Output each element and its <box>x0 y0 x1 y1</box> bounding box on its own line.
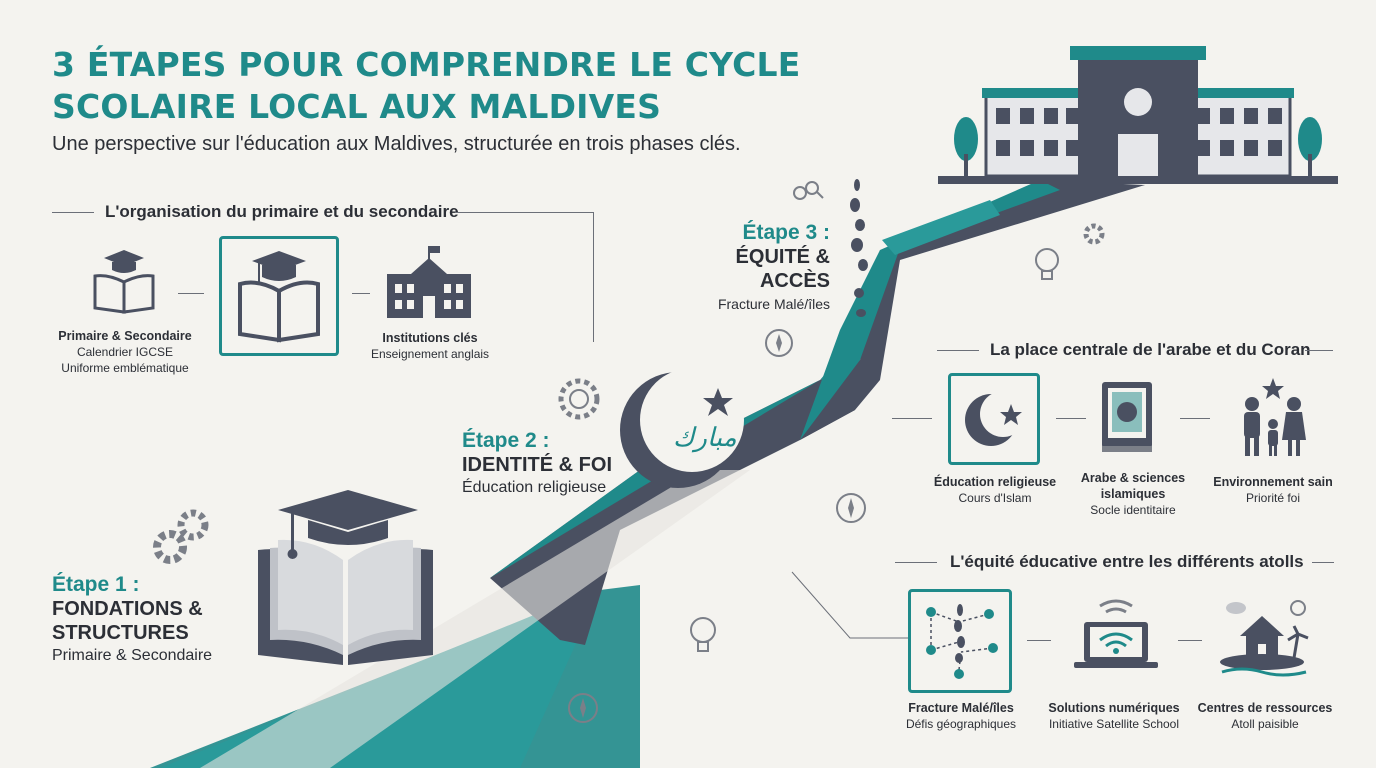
stage-1-name-line-1: FONDATIONS & <box>52 598 203 620</box>
section-organisation-title: L'organisation du primaire et du seconda… <box>105 202 459 221</box>
crescent-mubarak-icon: ﻣﺒﺎﺭﻙ <box>620 368 744 488</box>
section-rule <box>52 212 94 213</box>
gear-icon <box>1083 223 1105 245</box>
page-subtitle: Une perspective sur l'éducation aux Mald… <box>52 133 741 155</box>
quran-book-icon <box>1102 382 1152 452</box>
item-line: Initiative Satellite School <box>1048 717 1180 731</box>
item-line: Priorité foi <box>1245 491 1301 505</box>
item-primaire-secondaire: Primaire & Secondaire Calendrier IGCSE U… <box>40 328 210 376</box>
item-title: Fracture Malé/îles <box>908 701 1014 715</box>
stage-2-text: Étape 2 : IDENTITÉ & FOI Éducation relig… <box>462 428 612 499</box>
stage-1-subtitle: Primaire & Secondaire <box>52 647 213 664</box>
item-line: Enseignement anglais <box>370 347 490 361</box>
item-title: Primaire & Secondaire <box>58 329 192 343</box>
item-connector <box>1178 640 1202 641</box>
stage-1-text: Étape 1 : FONDATIONS & STRUCTURES Primai… <box>52 572 212 667</box>
item-title: Éducation religieuse <box>933 475 1057 489</box>
crescent-star-icon <box>948 373 1040 465</box>
svg-text:ﻣﺒﺎﺭﻙ: ﻣﺒﺎﺭﻙ <box>673 423 737 453</box>
item-title: Arabe & sciences <box>1080 471 1186 485</box>
item-title: islamiques <box>1100 487 1166 501</box>
section-rule <box>455 212 593 213</box>
section-rule <box>1312 562 1334 563</box>
item-title: Solutions numériques <box>1048 701 1180 715</box>
item-education-religieuse: Éducation religieuse Cours d'Islam <box>920 474 1070 506</box>
item-title: Centres de ressources <box>1197 701 1333 715</box>
section-connector <box>791 571 908 639</box>
section-arabe-title: La place centrale de l'arabe et du Coran <box>990 340 1311 359</box>
item-line: Défis géographiques <box>905 717 1017 731</box>
section-connector <box>593 212 594 342</box>
item-connector <box>1180 418 1210 419</box>
stage-2-subtitle: Éducation religieuse <box>462 479 607 496</box>
stage-3-name: ÉQUITÉ & ACCÈS <box>735 246 830 292</box>
item-line: Cours d'Islam <box>958 491 1032 505</box>
book-graduation-cap-icon <box>93 250 155 314</box>
item-title: Environnement sain <box>1213 475 1333 489</box>
highlighted-book-cap-icon <box>219 236 339 356</box>
compass-icon-3 <box>568 693 598 723</box>
item-fracture: Fracture Malé/îles Défis géographiques <box>886 700 1036 732</box>
item-title: Institutions clés <box>382 331 478 345</box>
item-solutions-numeriques: Solutions numériques Initiative Satellit… <box>1033 700 1195 732</box>
section-rule <box>1305 350 1333 351</box>
item-institutions: Institutions clés Enseignement anglais <box>350 330 510 362</box>
school-building-icon <box>387 246 471 318</box>
item-connector <box>1027 640 1051 641</box>
lightbulb-icon <box>1035 248 1059 280</box>
compass-icon <box>765 329 793 357</box>
stage-2-name: IDENTITÉ & FOI <box>462 454 612 476</box>
laptop-wifi-icon <box>1074 599 1158 668</box>
item-centres-ressources: Centres de ressources Atoll paisible <box>1190 700 1340 732</box>
stage-1-label: Étape 1 : <box>52 573 140 596</box>
gears-icon <box>153 509 209 564</box>
page-title: 3 ÉTAPES POUR COMPRENDRE LE CYCLE SCOLAI… <box>52 44 801 128</box>
stage-3-subtitle: Fracture Malé/îles <box>717 296 830 312</box>
title-line-2: SCOLAIRE LOCAL AUX MALDIVES <box>52 87 662 126</box>
stage-3-label: Étape 3 : <box>742 221 830 244</box>
item-connector <box>178 293 204 294</box>
maldives-map-icon <box>850 179 868 317</box>
school-building-illustration <box>938 46 1338 184</box>
item-arabe-sciences: Arabe & sciences islamiques Socle identi… <box>1058 470 1208 518</box>
globe-gear-icon <box>558 378 600 420</box>
stage-3-text: Étape 3 : ÉQUITÉ & ACCÈS Fracture Malé/î… <box>675 220 830 315</box>
section-rule <box>895 562 937 563</box>
island-house-icon <box>1220 600 1309 677</box>
title-line-1: 3 ÉTAPES POUR COMPRENDRE LE CYCLE <box>52 45 801 84</box>
stage-2-label: Étape 2 : <box>462 429 550 452</box>
lightbulb-icon-2 <box>690 617 716 652</box>
item-connector <box>1056 418 1086 419</box>
open-book-cap-icon <box>258 490 433 665</box>
family-icon <box>1244 378 1306 456</box>
item-line: Socle identitaire <box>1090 503 1176 517</box>
stage-1-name-line-2: STRUCTURES <box>52 622 189 644</box>
item-environnement: Environnement sain Priorité foi <box>1198 474 1348 506</box>
item-line: Atoll paisible <box>1231 717 1299 731</box>
item-connector <box>892 418 932 419</box>
item-line: Uniforme emblématique <box>61 361 189 375</box>
people-search-icon <box>793 181 824 200</box>
section-rule <box>937 350 979 351</box>
compass-icon-2 <box>836 493 866 523</box>
item-line: Calendrier IGCSE <box>76 345 174 359</box>
section-equite-title: L'équité éducative entre les différents … <box>950 552 1304 571</box>
item-connector <box>352 293 370 294</box>
atoll-network-icon <box>908 589 1012 693</box>
